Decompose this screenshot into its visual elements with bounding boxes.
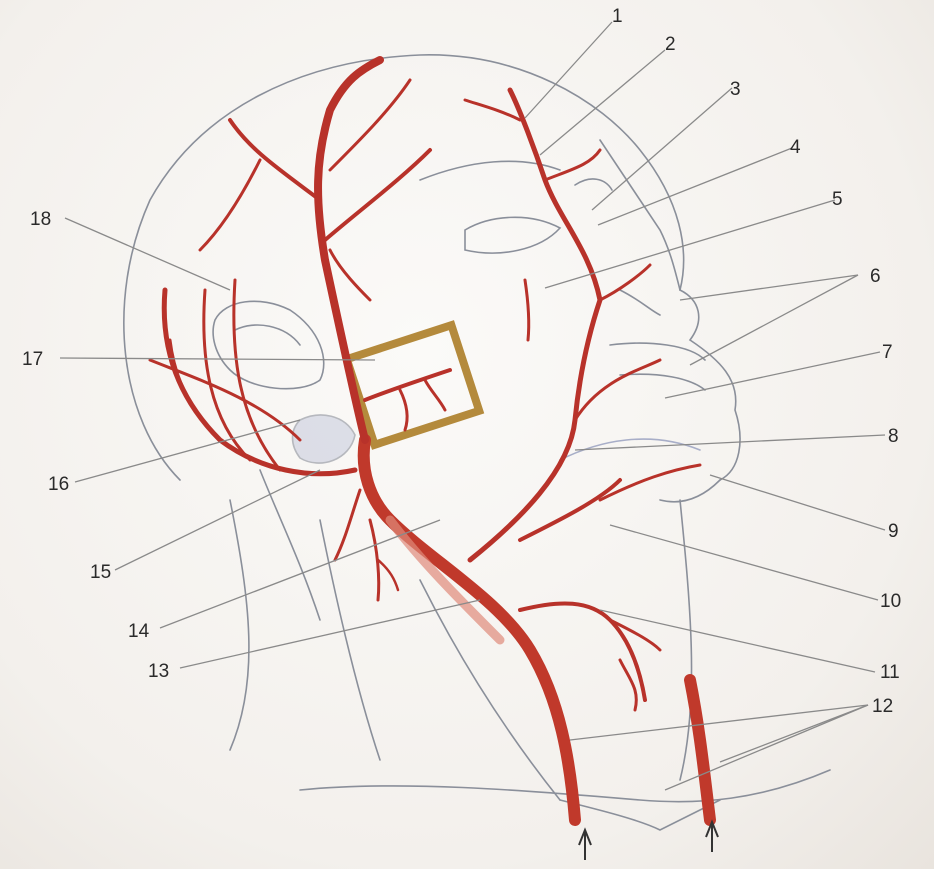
label-16: 16 <box>48 474 69 495</box>
label-14: 14 <box>128 621 150 642</box>
lingual-artery <box>520 480 620 540</box>
facial-artery <box>470 90 600 560</box>
label-11: 11 <box>880 662 900 683</box>
label-3: 3 <box>730 79 741 100</box>
external-carotid-trunk <box>318 60 380 440</box>
label-18: 18 <box>30 209 51 230</box>
label-9: 9 <box>888 521 899 542</box>
label-13: 13 <box>148 661 169 682</box>
internal-carotid-artery <box>390 520 500 640</box>
label-17: 17 <box>22 349 43 370</box>
label-10: 10 <box>880 591 901 612</box>
superior-thyroid-artery <box>520 603 645 700</box>
label-8: 8 <box>888 426 899 447</box>
label-7: 7 <box>882 342 893 363</box>
flow-arrows <box>579 822 718 860</box>
label-6: 6 <box>870 266 881 287</box>
common-carotid-artery <box>364 440 575 820</box>
label-12: 12 <box>872 696 893 717</box>
ascending-pharyngeal-artery <box>335 490 360 560</box>
common-carotid-artery-right <box>690 680 710 820</box>
label-15: 15 <box>90 562 111 583</box>
label-2: 2 <box>665 34 676 55</box>
label-1: 1 <box>612 6 623 27</box>
mandible-window <box>347 325 479 445</box>
label-5: 5 <box>832 189 843 210</box>
label-4: 4 <box>790 137 801 158</box>
maxillary-artery <box>365 370 450 400</box>
